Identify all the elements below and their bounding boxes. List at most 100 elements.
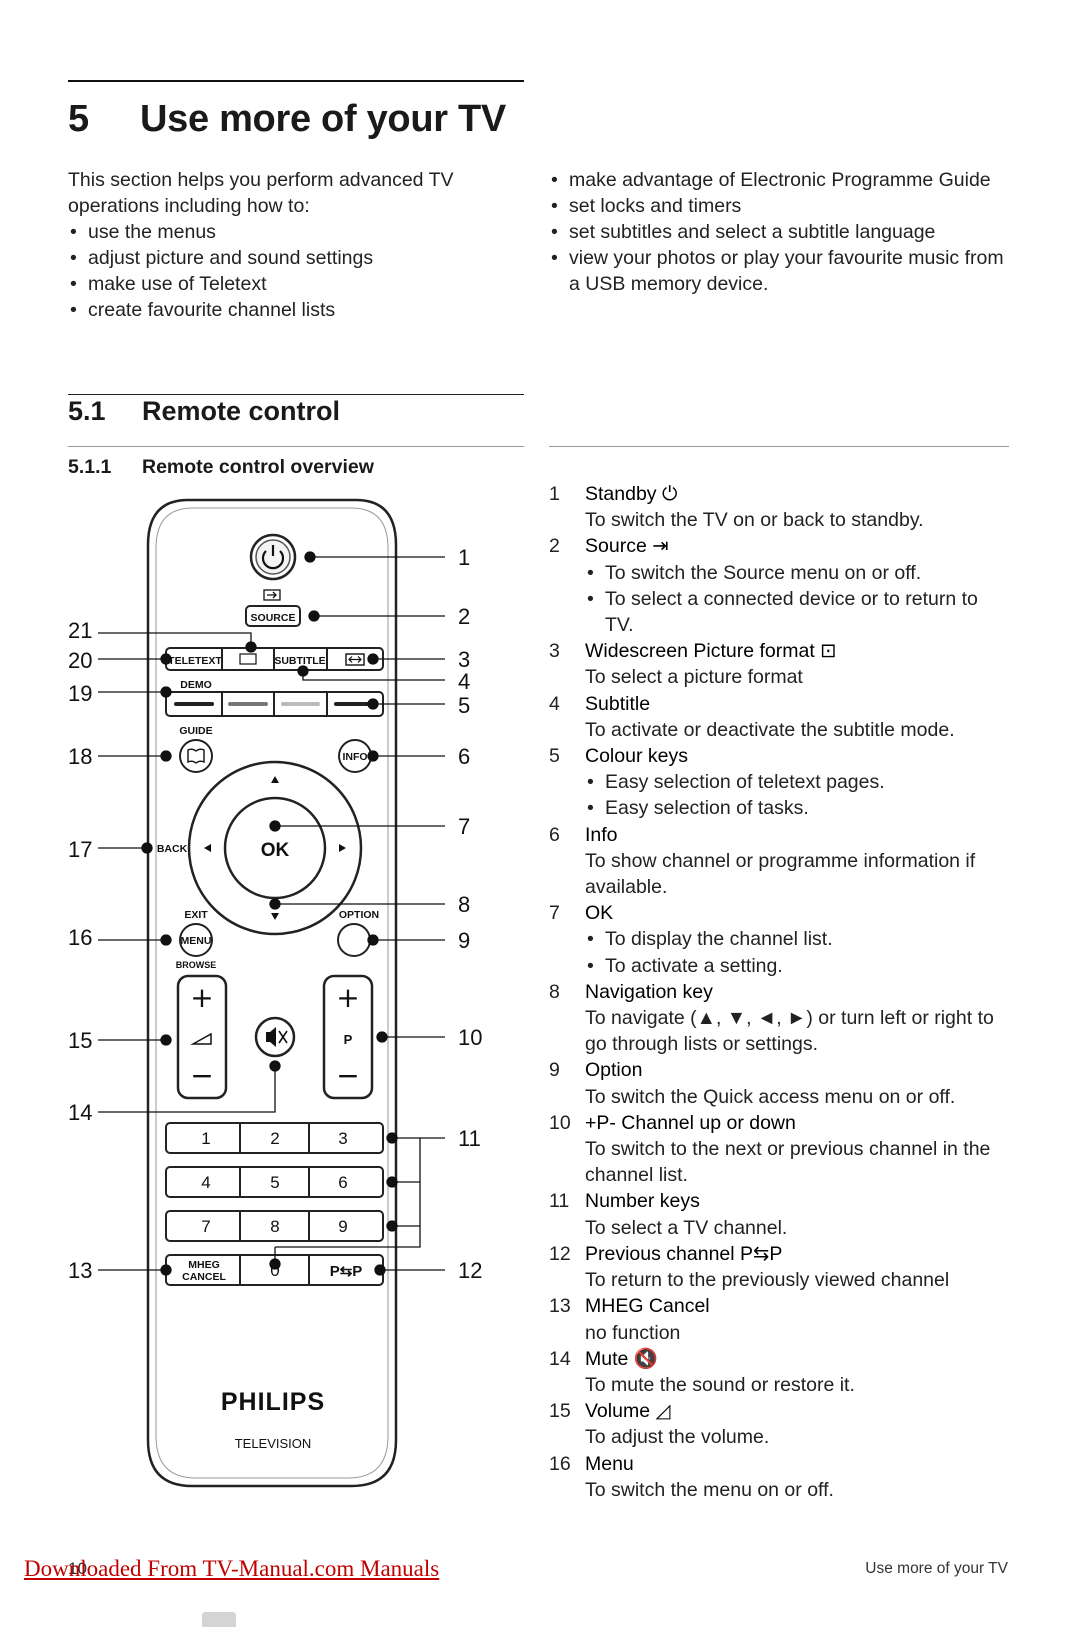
info-button: INFO: [338, 739, 372, 773]
page-edge-tab: [202, 1612, 236, 1627]
svg-text:7: 7: [201, 1217, 210, 1236]
legend-description: To navigate (▲, ▼, ◄, ►) or turn left or…: [585, 1007, 994, 1056]
menu-button: MENU: [179, 923, 213, 957]
legend-bullets: Easy selection of teletext pages.Easy se…: [585, 769, 1009, 822]
guide-button: [179, 739, 213, 773]
legend-item: 6 Info To show channel or programme inform…: [549, 822, 1009, 901]
remote-body: [146, 498, 398, 1488]
svg-text:−: −: [336, 1059, 359, 1092]
download-source-link[interactable]: Downloaded From TV-Manual.com Manuals: [24, 1556, 440, 1581]
svg-text:14: 14: [68, 1100, 92, 1125]
svg-text:18: 18: [68, 744, 92, 769]
standby-button: [249, 533, 297, 581]
legend-description: To select a TV channel.: [585, 1216, 788, 1239]
svg-text:15: 15: [68, 1028, 92, 1053]
intro-right: make advantage of Electronic Programme G…: [549, 167, 1009, 297]
source-label: SOURCE: [251, 612, 296, 624]
svg-text:CANCEL: CANCEL: [182, 1271, 226, 1283]
section-bottom-rule-right: [549, 446, 1009, 447]
legend-number: 13: [549, 1295, 571, 1318]
legend-title: Volume ◿: [585, 1400, 671, 1423]
legend-description: To return to the previously viewed chann…: [585, 1269, 950, 1292]
chapter-top-rule: [68, 80, 524, 82]
legend-bullets: To switch the Source menu on or off.To s…: [585, 560, 1009, 639]
legend-number: 6: [549, 823, 560, 846]
list-item: set subtitles and select a subtitle lang…: [549, 219, 1009, 245]
svg-text:17: 17: [68, 837, 92, 862]
guide-label: GUIDE: [179, 725, 212, 737]
svg-text:7: 7: [458, 814, 470, 839]
legend-number: 16: [549, 1452, 571, 1475]
list-item: Easy selection of tasks.: [585, 795, 1009, 821]
list-item: Easy selection of teletext pages.: [585, 769, 1009, 795]
legend-number: 11: [549, 1190, 570, 1213]
legend-item: 16 Menu To switch the menu on or off.: [549, 1451, 1009, 1503]
legend-number: 7: [549, 902, 560, 925]
svg-text:12: 12: [458, 1258, 482, 1283]
svg-text:5: 5: [270, 1173, 279, 1192]
legend-number: 1: [549, 483, 560, 505]
option-button: [337, 923, 371, 957]
exit-label: EXIT: [184, 909, 208, 921]
legend-number: 3: [549, 640, 560, 663]
legend-item: 7OKTo display the channel list.To activa…: [549, 900, 1009, 979]
intro-left: This section helps you perform advanced …: [68, 167, 478, 323]
legend-item: 9 Option To switch the Quick access menu o…: [549, 1057, 1009, 1109]
legend-description: To switch to the next or previous channe…: [585, 1138, 991, 1187]
legend-number: 5: [549, 745, 560, 768]
source-button: SOURCE: [245, 589, 301, 627]
intro-left-list: use the menus adjust picture and sound s…: [68, 219, 478, 323]
legend-description: To select a picture format: [585, 666, 803, 689]
svg-text:4: 4: [458, 669, 470, 694]
teletext-label: TELETEXT: [168, 655, 222, 667]
svg-text:6: 6: [458, 744, 470, 769]
legend-number: 4: [549, 692, 560, 715]
list-item: view your photos or play your favourite …: [549, 245, 1009, 297]
svg-text:1: 1: [201, 1129, 210, 1148]
legend-title: Info: [585, 823, 618, 846]
list-item: create favourite channel lists: [68, 297, 478, 323]
legend-title: Menu: [585, 1452, 634, 1475]
legend-number: 12: [549, 1242, 571, 1265]
list-item: To display the channel list.: [585, 926, 1009, 952]
legend-title: Standby ⏻: [585, 483, 678, 505]
svg-text:9: 9: [338, 1217, 347, 1236]
option-label: OPTION: [339, 909, 379, 921]
legend-title: MHEG Cancel: [585, 1295, 710, 1318]
legend-title: Subtitle: [585, 692, 651, 715]
svg-text:21: 21: [68, 618, 92, 643]
legend-description: To switch the Quick access menu on or of…: [585, 1085, 956, 1108]
legend-number: 2: [549, 535, 560, 558]
list-item: make advantage of Electronic Programme G…: [549, 167, 1009, 193]
legend-description: To switch the menu on or off.: [585, 1478, 834, 1501]
legend-description: To show channel or programme information…: [585, 849, 976, 899]
remote-control-diagram: SOURCE TELETEXT SUBTITLE DEMO GUIDE INFO: [68, 498, 482, 1488]
page-number: 10: [68, 1559, 87, 1578]
list-item: make use of Teletext: [68, 271, 478, 297]
legend-title: Widescreen Picture format ⊡: [585, 640, 837, 663]
brand-logo: PHILIPS: [221, 1388, 325, 1416]
svg-text:3: 3: [458, 647, 470, 672]
legend-title: Previous channel P⇆P: [585, 1242, 783, 1265]
svg-text:+: +: [336, 981, 359, 1014]
legend-description: To adjust the volume.: [585, 1426, 770, 1449]
svg-text:+: +: [190, 981, 213, 1014]
legend-title: Option: [585, 1059, 643, 1082]
number-keypad: 1 2 3 4 5 6 7 8 9 0 MHEG CANCEL P⇆P: [165, 1122, 384, 1286]
legend-description: To mute the sound or restore it.: [585, 1373, 855, 1396]
legend-number: 9: [549, 1059, 560, 1082]
svg-text:2: 2: [458, 604, 470, 629]
navigation-ring: OK: [187, 760, 363, 936]
legend-item: 3 Widescreen Picture format ⊡ To select a …: [549, 638, 1009, 690]
volume-rocker: + −: [176, 974, 228, 1100]
colour-keys: [165, 691, 384, 717]
